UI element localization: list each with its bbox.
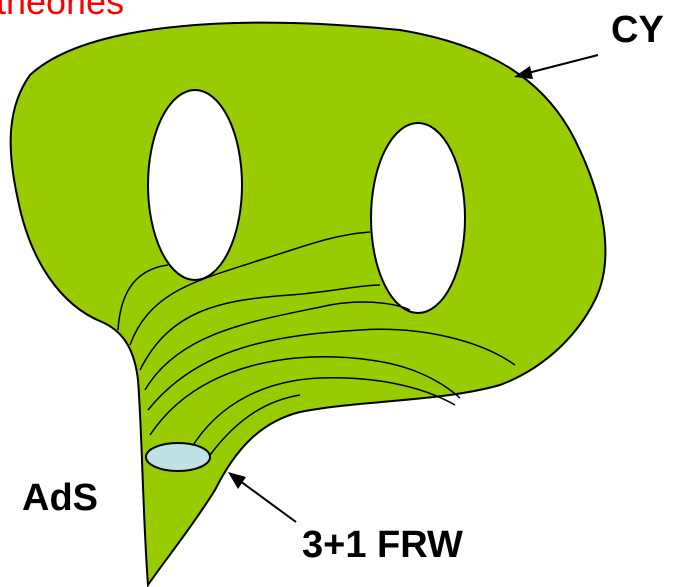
- cy-surface: [11, 23, 606, 585]
- ads-label: AdS: [22, 477, 98, 519]
- cy-arrow: [514, 55, 598, 79]
- cy-label: CY: [611, 9, 664, 51]
- right-hole: [371, 123, 465, 313]
- ads-disk: [146, 443, 210, 471]
- left-hole: [148, 90, 242, 280]
- frw-arrow: [228, 472, 296, 522]
- frw-label: 3+1 FRW: [302, 524, 463, 566]
- top-partial-text: theories: [0, 0, 124, 22]
